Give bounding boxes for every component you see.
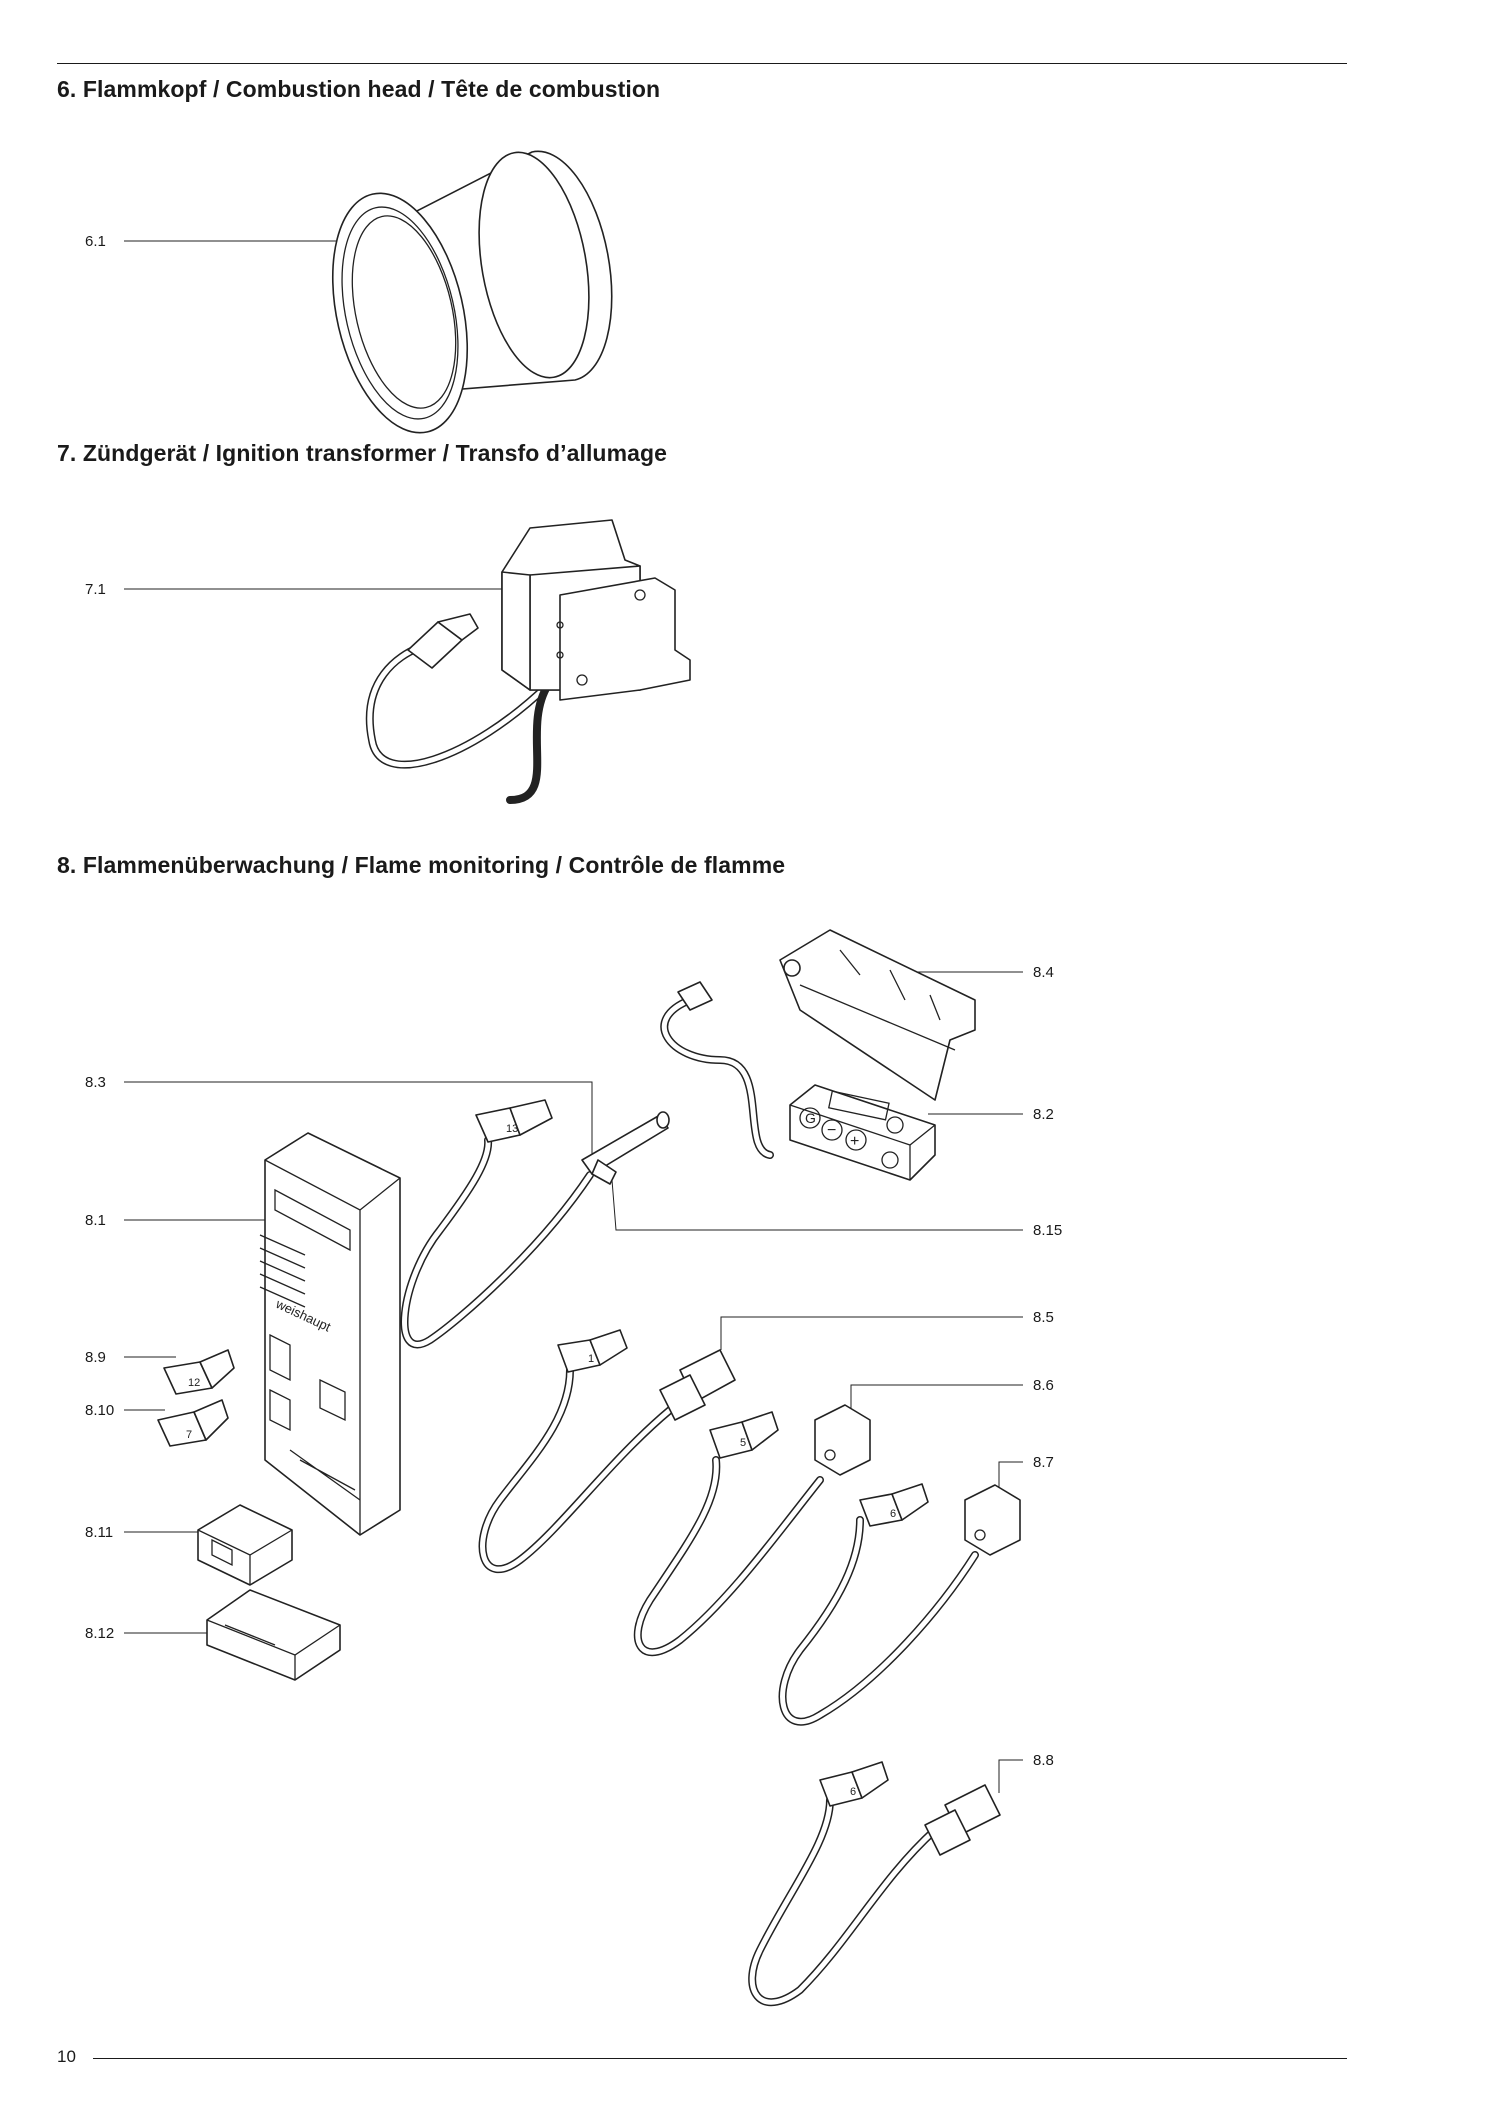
connector-number-1: 1 <box>588 1353 594 1365</box>
connector-number-7: 7 <box>186 1429 192 1441</box>
label-8-5: 8.5 <box>1033 1309 1054 1326</box>
bracket-drawing <box>779 929 976 1101</box>
label-8-15: 8.15 <box>1033 1222 1063 1239</box>
label-8-7: 8.7 <box>1033 1454 1054 1471</box>
top-rule <box>57 63 1347 64</box>
bottom-rule <box>93 2058 1347 2059</box>
cable-8-8-drawing: 6 <box>748 1761 1001 2007</box>
label-8-9: 8.9 <box>85 1349 106 1366</box>
control-box-drawing: weishaupt <box>259 1132 401 1536</box>
display-unit-drawing: G − + <box>789 1084 936 1181</box>
connector-number-5: 5 <box>740 1437 746 1449</box>
connector-number-6-upper: 6 <box>890 1508 896 1520</box>
label-8-1: 8.1 <box>85 1212 106 1229</box>
section-heading-combustion-head: 6. Flammkopf / Combustion head / Tête de… <box>57 76 661 102</box>
label-7-1: 7.1 <box>85 581 106 598</box>
display-key-minus: − <box>827 1122 836 1139</box>
display-key-g: G <box>805 1110 816 1126</box>
label-8-11: 8.11 <box>85 1524 114 1541</box>
plug-8-10-drawing: 7 <box>157 1399 229 1447</box>
connector-number-13: 13 <box>506 1123 518 1135</box>
section-heading-flame-monitoring: 8. Flammenüberwachung / Flame monitoring… <box>57 852 786 878</box>
label-8-10: 8.10 <box>85 1402 115 1419</box>
combustion-head-drawing <box>331 150 613 434</box>
label-8-4: 8.4 <box>1033 964 1054 981</box>
label-8-6: 8.6 <box>1033 1377 1054 1394</box>
display-cable-drawing <box>660 981 774 1159</box>
terminal-block-8-12-drawing <box>206 1589 341 1681</box>
ignition-transformer-drawing <box>365 519 691 804</box>
connector-number-12: 12 <box>188 1377 200 1389</box>
section-heading-ignition-transformer: 7. Zündgerät / Ignition transformer / Tr… <box>57 440 668 466</box>
cable-8-5-drawing: 1 <box>478 1329 736 1574</box>
label-6-1: 6.1 <box>85 233 106 250</box>
leader-lines <box>124 240 1023 1793</box>
label-8-12: 8.12 <box>85 1625 115 1642</box>
cable-8-7-drawing: 6 <box>778 1483 1021 1726</box>
label-8-8: 8.8 <box>1033 1752 1054 1769</box>
terminal-block-8-11-drawing <box>197 1504 293 1586</box>
cable-8-6-drawing: 5 <box>633 1404 871 1657</box>
label-8-2: 8.2 <box>1033 1106 1054 1123</box>
flame-sensor-drawing: 13 <box>400 1099 670 1349</box>
plug-8-9-drawing: 12 <box>163 1349 235 1395</box>
label-8-3: 8.3 <box>85 1074 106 1091</box>
connector-number-6-lower: 6 <box>850 1786 856 1798</box>
page-number: 10 <box>57 2047 76 2066</box>
display-key-plus: + <box>850 1133 859 1150</box>
